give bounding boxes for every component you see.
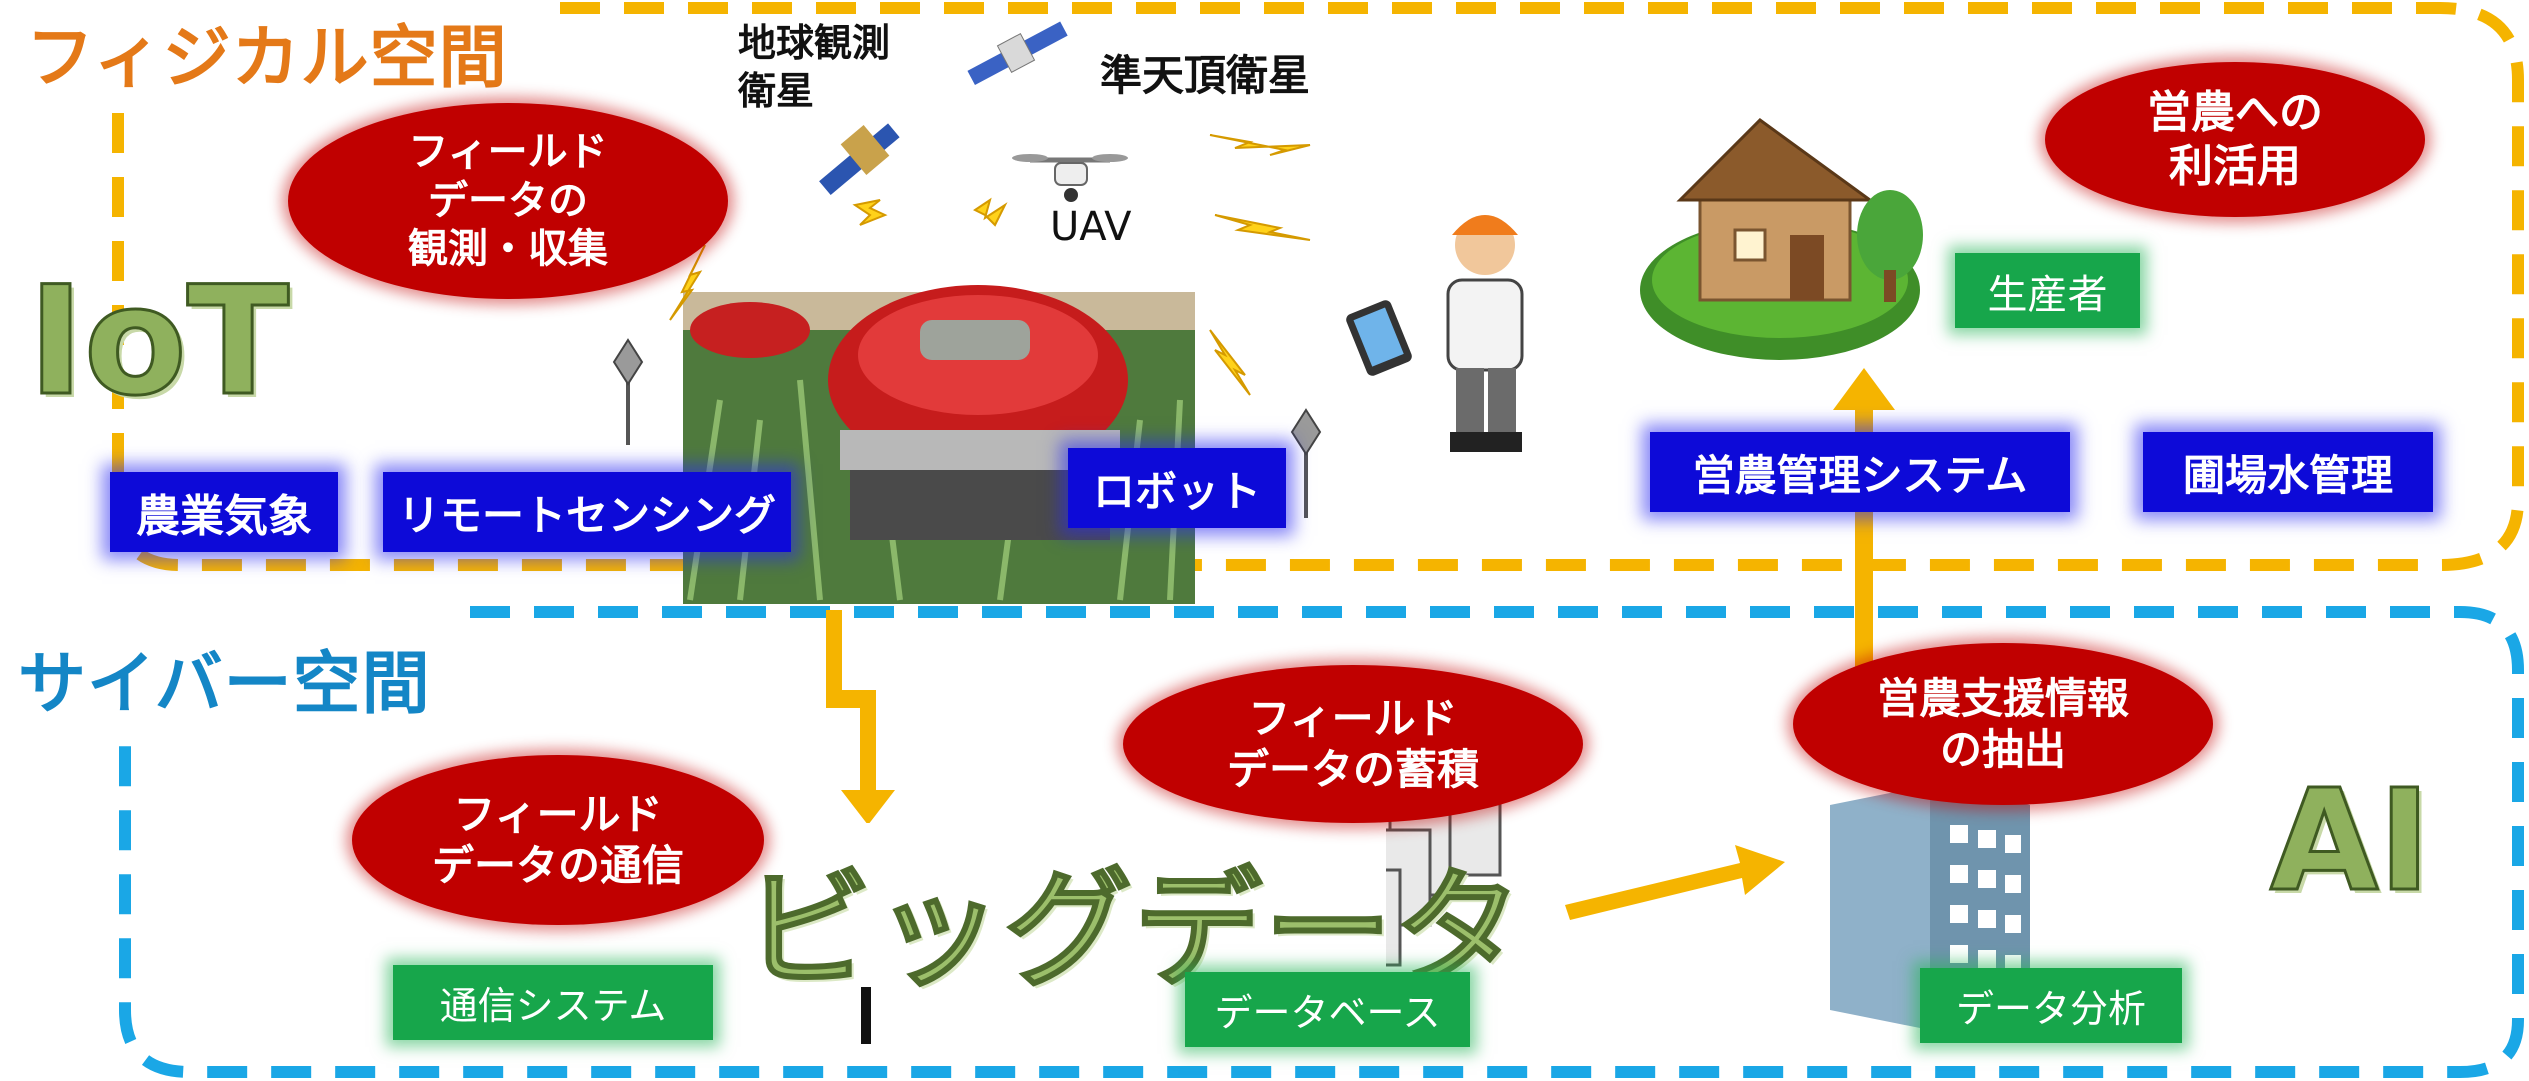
box-remote-sensing: リモートセンシング: [383, 472, 791, 552]
earth-observation-satellite-icon: [819, 123, 900, 196]
text-cursor-mark: [861, 987, 871, 1044]
oval-field-data-accumulation: フィールド データの蓄積: [1123, 665, 1583, 823]
quasi-zenith-satellite-icon: [967, 21, 1068, 85]
quasi-zenith-satellite-label: 準天頂衛星: [1100, 51, 1311, 100]
farm-house-icon: [1640, 118, 1923, 360]
arrow-field-to-bigdata: [826, 610, 895, 825]
physical-space-title: フィジカル空間: [26, 19, 508, 98]
box-robot: ロボット: [1068, 448, 1286, 528]
box-field-water-management: 圃場水管理: [2143, 432, 2433, 512]
arrow-analysis-to-farm: [1833, 368, 1895, 668]
cyber-space-title: サイバー空間: [18, 645, 431, 724]
arrow-bigdata-to-analysis: [1565, 845, 1785, 920]
sensor-pole-right: [1290, 408, 1322, 518]
box-producer: 生産者: [1955, 253, 2140, 328]
box-farm-management-system: 営農管理システム: [1650, 432, 2070, 512]
box-communication-system: 通信システム: [393, 965, 713, 1040]
physical-space-border: [112, 2, 2524, 571]
field-robot-photo: [683, 285, 1195, 604]
oval-field-data-communication: フィールド データの通信: [352, 755, 764, 925]
box-data-analysis: データ分析: [1920, 968, 2182, 1043]
iot-label: IoT: [26, 254, 290, 431]
oval-support-info-extraction: 営農支援情報 の抽出: [1793, 643, 2213, 805]
signal-bolts: [669, 134, 1311, 396]
box-agricultural-weather: 農業気象: [110, 472, 338, 552]
farmer-icon: [1346, 215, 1524, 452]
earth-observation-satellite-label: 地球観測 衛星: [738, 21, 891, 113]
uav-drone-icon: [1012, 154, 1128, 202]
ai-label: AI: [2268, 759, 2431, 925]
box-database: データベース: [1185, 972, 1470, 1047]
sensor-pole-left: [612, 338, 644, 445]
bigdata-backdrop: [738, 823, 1386, 983]
oval-farm-utilization: 営農への 利活用: [2045, 62, 2425, 217]
uav-label: UAV: [1050, 204, 1132, 250]
oval-field-data-observation: フィールド データの 観測・収集: [288, 103, 728, 299]
